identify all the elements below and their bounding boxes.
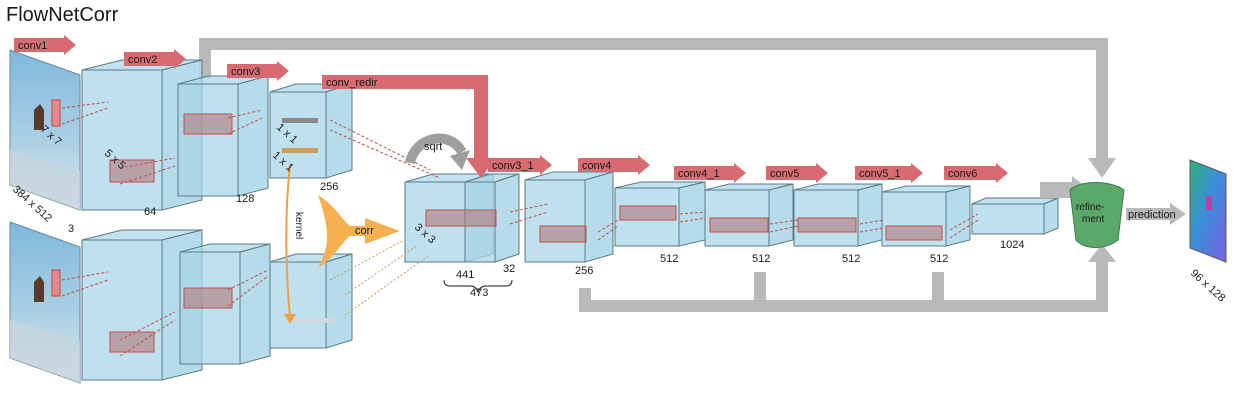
label-conv3_1: conv3_1 [492,160,534,172]
kernel-slab-a [282,118,318,123]
arrow-conv2: conv2 [124,49,186,69]
receptive-region [797,217,857,233]
label-channels-512-d: 512 [930,253,948,265]
label-channels-512-c: 512 [842,253,860,265]
receptive-region [885,225,943,241]
label-channels-32: 32 [503,263,515,275]
label-channels-512-a: 512 [660,253,678,265]
kernel-slab-c [288,318,336,323]
label-channels-128: 128 [236,193,254,205]
kernel-slab-b [282,148,318,153]
skip-arrowhead-bottom [1088,244,1116,262]
conv-redir-arrow [322,75,496,178]
label-corr: corr [355,225,374,237]
corr-arrowhead [365,218,400,244]
receptive-region [183,287,233,309]
arrow-conv6: conv6 [944,163,1008,183]
sqrt-arc [405,133,467,165]
receptive-region [709,217,769,233]
label-channels-473: 473 [470,287,488,299]
receptive-region [539,225,587,243]
label-kernel: kernel [293,212,304,239]
box-conv6 [971,197,1059,235]
label-conv1: conv1 [18,40,47,52]
label-channels-512-b: 512 [752,253,770,265]
arrow-conv3_1: conv3_1 [488,155,552,175]
label-channels-441: 441 [456,269,474,281]
label-channels-256-a: 256 [320,181,338,193]
receptive-region [425,209,497,227]
label-conv6: conv6 [948,168,977,180]
kernel-arrow [285,164,291,319]
skip-connection-bottom [579,258,1108,312]
skip-arrowhead-top [1088,158,1116,178]
label-conv4_1: conv4_1 [678,168,720,180]
input-image-bottom [9,221,81,384]
skip-connection-top [199,38,1108,160]
arrow-conv4_1: conv4_1 [674,163,746,183]
refinement-block [1069,182,1125,248]
corr-dotted-lines [329,237,431,316]
label-channels-64: 64 [144,206,156,218]
receptive-region [109,331,155,353]
label-input-channels: 3 [68,223,74,235]
label-conv4: conv4 [582,160,611,172]
label-conv5_1: conv5_1 [859,168,901,180]
arrow-conv4: conv4 [578,155,650,175]
sqrt-arrowhead [450,150,470,170]
receptive-region [109,159,155,183]
kernel-arrowhead [284,314,296,324]
label-sqrt: sqrt [424,141,442,153]
box-conv2-top [177,75,269,197]
label-prediction: prediction [1128,209,1176,221]
box-conv5 [793,183,883,247]
input-image-top [9,49,81,211]
label-conv-redir: conv_redir [326,77,378,89]
label-conv2: conv2 [128,54,157,66]
label-refinement-1: refine- [1076,202,1104,213]
label-channels-256-b: 256 [575,265,593,277]
label-output-size: 96 x 128 [1188,267,1227,304]
arrow-conv5_1: conv5_1 [855,163,923,183]
label-refinement-2: ment [1082,214,1104,225]
arrow-conv3: conv3 [227,61,289,81]
receptive-region [619,205,677,221]
diagram-title: FlowNetCorr [6,4,119,26]
box-conv3-top [269,83,353,179]
box-conv3-bottom [269,253,353,349]
arrow-conv5: conv5 [766,163,828,183]
box-conv3_1 [524,171,614,263]
label-conv3: conv3 [231,66,260,78]
box-conv1-top [81,59,203,211]
label-conv5: conv5 [770,168,799,180]
arrow-conv1: conv1 [14,35,76,55]
receptive-region [183,113,233,135]
box-conv4_1 [704,183,794,247]
label-channels-1024: 1024 [1000,239,1024,251]
prediction-arrow [1126,203,1186,225]
output-flow-image [1189,159,1227,263]
corr-fork [318,195,365,268]
brace-473 [443,279,513,294]
receptive-field-lines [61,101,979,357]
